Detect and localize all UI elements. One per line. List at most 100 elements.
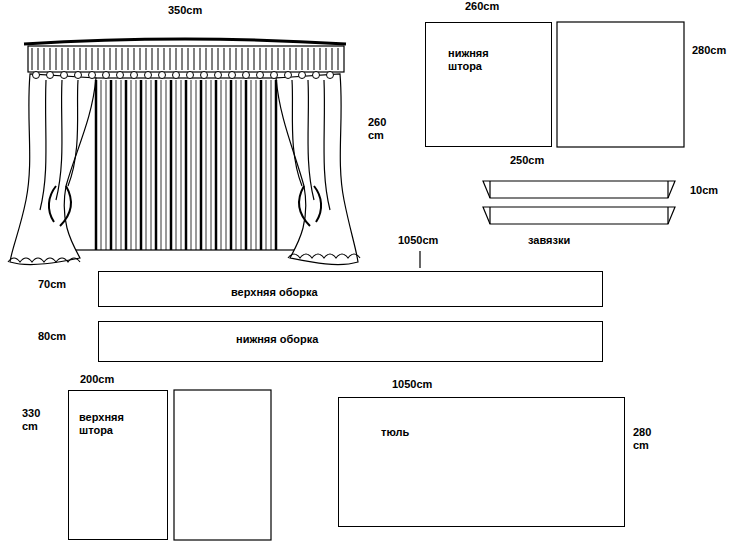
pattern-piece: верхняя оборка: [98, 271, 603, 307]
pattern-piece: верхняя штора: [68, 390, 168, 540]
tie-seam: [489, 181, 490, 198]
tulle-stripe: [236, 80, 237, 250]
valance-pleat: [62, 48, 63, 70]
valance: [28, 46, 344, 72]
tulle-stripe: [230, 80, 233, 250]
tulle-stripe: [151, 80, 152, 250]
valance-pleat: [206, 48, 207, 70]
tulle-stripe: [251, 80, 252, 250]
valance-pleat: [260, 48, 261, 70]
dimension-label: завязки: [528, 234, 570, 247]
tulle-stripe: [185, 80, 188, 250]
piece-name: верхняя оборка: [231, 286, 318, 299]
tie-seam: [667, 181, 668, 198]
right-tieback: [299, 186, 321, 226]
valance-pleat: [116, 48, 117, 70]
left-drape: [10, 74, 96, 265]
left-tieback: [49, 186, 71, 226]
dimension-label: 260 cm: [368, 116, 392, 141]
valance-pleat: [56, 48, 57, 70]
piece-name: нижняя оборка: [236, 333, 318, 346]
pattern-piece: нижняя штора: [425, 22, 552, 147]
tulle-stripe: [260, 80, 263, 250]
valance-pleat: [278, 48, 279, 70]
valance-pleat: [188, 48, 189, 70]
valance-pleat: [152, 48, 153, 70]
tulle-stripe: [271, 80, 272, 250]
valance-pleat: [164, 48, 165, 70]
valance-pleat: [182, 48, 183, 70]
valance-pleat: [122, 48, 123, 70]
valance-bead: [271, 72, 278, 79]
tulle-stripe: [196, 80, 197, 250]
tulle-stripe: [121, 80, 122, 250]
valance-pleat: [32, 48, 33, 70]
valance-pleat: [194, 48, 195, 70]
piece-name: тюль: [381, 426, 409, 439]
valance-pleat: [176, 48, 177, 70]
valance-pleat: [68, 48, 69, 70]
valance-pleat: [326, 48, 327, 70]
tulle-stripe: [95, 80, 98, 250]
pattern-piece: тюль: [338, 397, 625, 527]
valance-bead: [299, 72, 306, 79]
dimension-label: 80cm: [38, 330, 66, 343]
dimension-label: 1050cm: [398, 234, 438, 247]
piece-name: верхняя штора: [79, 411, 149, 436]
tulle-stripe: [275, 80, 278, 250]
valance-pleat: [158, 48, 159, 70]
valance-bead: [313, 72, 320, 79]
valance-pleat: [146, 48, 147, 70]
tulle-stripe: [211, 80, 212, 250]
tulle-stripe: [200, 80, 203, 250]
tulle-stripe: [241, 80, 242, 250]
valance-bead: [173, 72, 180, 79]
valance-pleat: [332, 48, 333, 70]
valance-pleat: [98, 48, 99, 70]
tulle-stripe: [155, 80, 158, 250]
valance-pleat: [296, 48, 297, 70]
valance-pleat: [104, 48, 105, 70]
valance-bead: [47, 72, 54, 79]
valance-bead: [285, 72, 292, 79]
valance-pleat: [134, 48, 135, 70]
right-drape: [276, 74, 358, 265]
valance-pleat: [320, 48, 321, 70]
valance-pleat: [302, 48, 303, 70]
valance-pleat: [284, 48, 285, 70]
dimension-label: 280cm: [692, 44, 726, 57]
valance-bead: [215, 72, 222, 79]
tulle-stripe: [256, 80, 257, 250]
valance-bead: [187, 72, 194, 79]
tie-seam: [667, 207, 668, 224]
tulle-stripe: [215, 80, 218, 250]
valance-pleat: [230, 48, 231, 70]
dimension-label: 10cm: [690, 184, 718, 197]
pattern-piece: нижняя оборка: [98, 321, 603, 362]
valance-pleat: [290, 48, 291, 70]
valance-pleat: [50, 48, 51, 70]
valance-bead: [61, 72, 68, 79]
valance-pleat: [236, 48, 237, 70]
valance-pleat: [86, 48, 87, 70]
left-hem: [8, 258, 80, 262]
valance-pleat: [266, 48, 267, 70]
valance-pleat: [38, 48, 39, 70]
left-drape-folds: [40, 80, 78, 210]
valance-pleat: [242, 48, 243, 70]
tulle-stripe: [226, 80, 227, 250]
valance-pleat: [248, 48, 249, 70]
dimension-label: 260cm: [465, 0, 499, 13]
tulle-stripe: [136, 80, 137, 250]
tulle-stripe: [131, 80, 132, 250]
tulle-stripe: [191, 80, 192, 250]
dimension-tick: [419, 251, 420, 268]
valance-bead: [243, 72, 250, 79]
tulle-stripe: [101, 80, 102, 250]
dimension-label: 200cm: [80, 373, 114, 386]
tulle-stripe: [140, 80, 143, 250]
tulle-stripe: [245, 80, 248, 250]
tulle-stripe: [176, 80, 177, 250]
dimension-label: 1050cm: [392, 378, 432, 391]
tulle-stripe: [166, 80, 167, 250]
